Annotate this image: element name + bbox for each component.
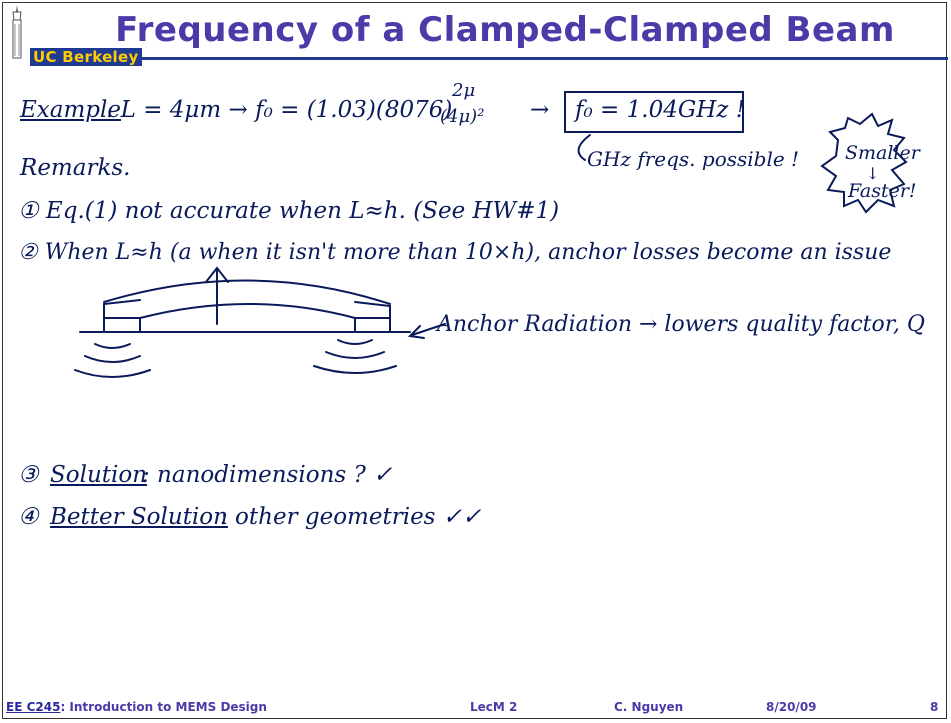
footer-lecture: LecM 2 (470, 700, 518, 714)
beam-top (103, 279, 391, 305)
remarks-label: Remarks. (20, 155, 131, 181)
item-4-number: ④ (18, 504, 39, 530)
radiation-wave-left (94, 343, 131, 349)
arrow-to-result: → (530, 97, 550, 123)
example-equation: . L = 4μm → f₀ = (1.03)(8076) (106, 97, 453, 123)
title-divider (110, 57, 948, 60)
footer-course: EE C245: Introduction to MEMS Design (6, 700, 267, 714)
example-label: Example (20, 97, 121, 123)
item-3-text: : nanodimensions ? ✓ (142, 462, 393, 488)
page-title: Frequency of a Clamped-Clamped Beam (115, 10, 895, 50)
left-anchor (103, 299, 141, 332)
result-box (564, 91, 744, 133)
fraction-numerator: 2μ (452, 80, 476, 101)
remark-item-2: ② When L≈h (a when it isn't more than 10… (18, 240, 892, 265)
campanile-icon (12, 5, 22, 59)
radiation-wave-right (337, 339, 373, 345)
ghz-note: GHz freqs. possible ! (587, 147, 800, 171)
footer-author: C. Nguyen (614, 700, 684, 714)
course-code-link[interactable]: EE C245 (6, 700, 61, 714)
beam-bottom (139, 303, 356, 333)
item-3-label: Solution (50, 462, 148, 488)
item-4-text: : other geometries ✓✓ (220, 504, 482, 530)
remark-item-1: ① Eq.(1) not accurate when L≈h. (See HW#… (18, 198, 560, 224)
course-title: : Introduction to MEMS Design (60, 700, 267, 714)
uc-berkeley-logo: UC Berkeley (30, 48, 142, 66)
anchor-radiation-note: Anchor Radiation → lowers quality factor… (437, 312, 925, 337)
burst-arrow: ↓ (866, 164, 880, 183)
anchor-note-arrow (411, 323, 446, 336)
ghz-arrow (577, 134, 591, 161)
fraction-denominator: (4μ)² (440, 106, 485, 127)
footer-page-number: 8 (930, 700, 939, 714)
footer-date: 8/20/09 (766, 700, 817, 714)
boxed-result: f₀ = 1.04GHz ! (575, 97, 745, 123)
burst-outline (820, 112, 908, 214)
right-anchor (354, 301, 391, 332)
item-3-number: ③ (18, 462, 39, 488)
item-4-label: Better Solution (50, 504, 228, 530)
